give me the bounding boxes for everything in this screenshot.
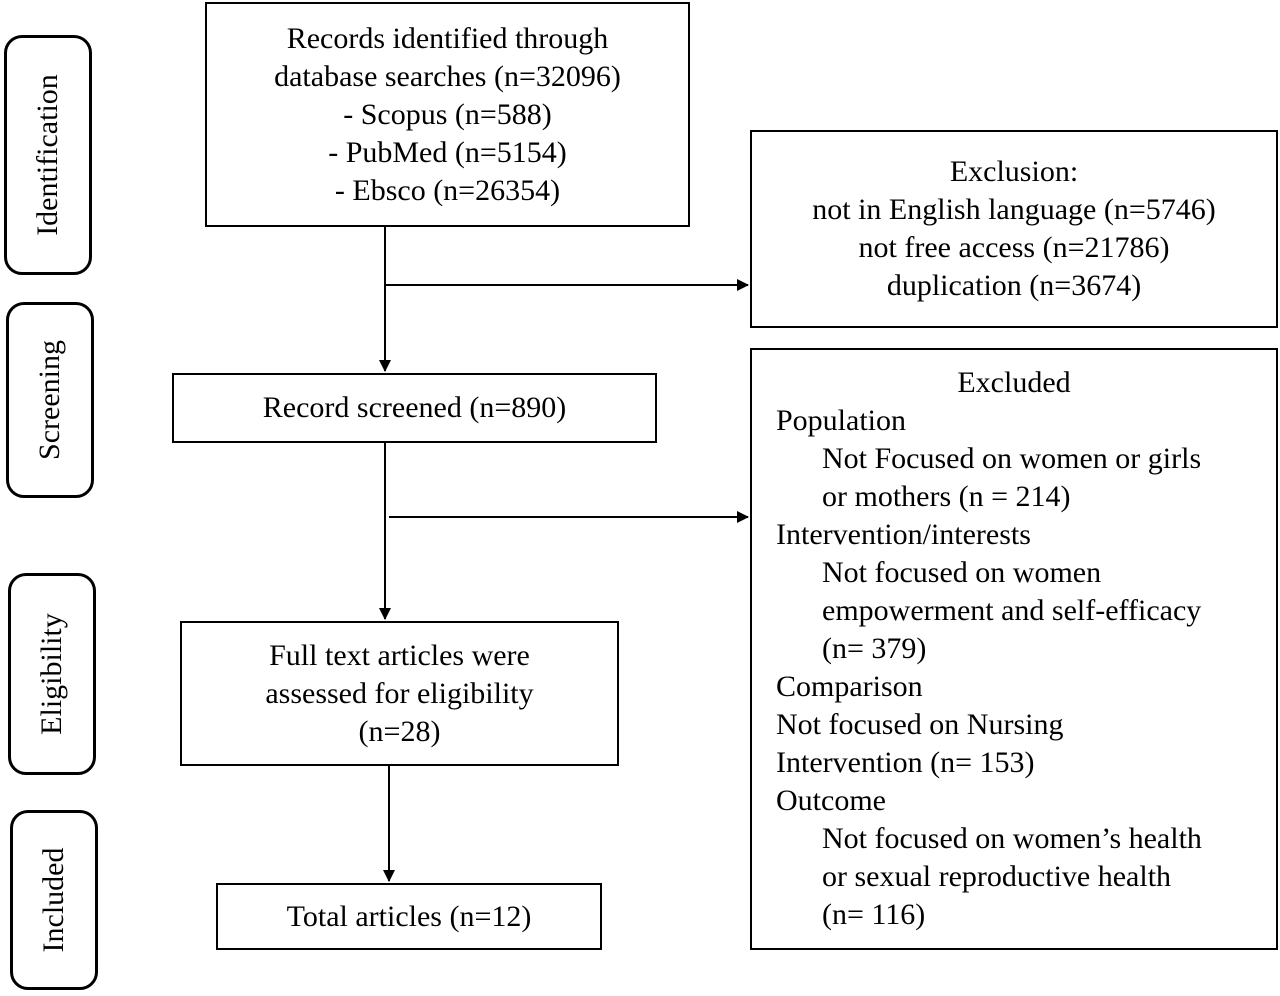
- record-screened-box: Record screened (n=890): [172, 373, 657, 443]
- eligibility-box: Full text articles were assessed for eli…: [180, 621, 619, 766]
- excluded-intervention-line-1: Not focused on women: [822, 556, 1102, 589]
- excluded-outcome-line-2: or sexual reproductive health: [822, 860, 1172, 893]
- excluded-outcome-line-1: Not focused on women’s health: [822, 822, 1202, 855]
- excluded-intervention-line-3: (n= 379): [822, 632, 927, 665]
- stage-identification: Identification: [4, 35, 92, 275]
- excluded-outcome-line-3: (n= 116): [822, 898, 926, 931]
- excluded-intervention: Intervention/interests: [776, 518, 1031, 551]
- excluded-outcome: Outcome: [776, 784, 886, 817]
- exclusion-line-4: duplication (n=3674): [886, 269, 1142, 302]
- records-identified-box: Records identified through database sear…: [205, 2, 690, 227]
- stage-eligibility: Eligibility: [8, 573, 96, 775]
- total-text: Total articles (n=12): [286, 899, 532, 933]
- exclusion-line-2: not in English language (n=5746): [812, 193, 1216, 226]
- identified-line-3: - Scopus (n=588): [343, 97, 552, 131]
- identified-line-1: Records identified through: [286, 21, 609, 55]
- excluded-comparison-line-1: Not focused on Nursing: [776, 708, 1064, 741]
- exclusion-box: Exclusion: not in English language (n=57…: [750, 130, 1278, 328]
- excluded-title: Excluded: [957, 366, 1071, 399]
- identified-line-5: - Ebsco (n=26354): [334, 173, 561, 207]
- excluded-intervention-line-2: empowerment and self-efficacy: [822, 594, 1202, 627]
- excluded-comparison-line-2: Intervention (n= 153): [776, 746, 1035, 779]
- excluded-population: Population: [776, 404, 907, 437]
- stage-screening: Screening: [6, 302, 94, 498]
- stage-included: Included: [10, 810, 98, 990]
- eligibility-line-2: assessed for eligibility: [265, 676, 534, 710]
- identified-line-4: - PubMed (n=5154): [328, 135, 567, 169]
- screened-text: Record screened (n=890): [262, 391, 567, 424]
- exclusion-line-1: Exclusion:: [949, 155, 1079, 188]
- identified-line-2: database searches (n=32096): [274, 59, 621, 93]
- excluded-box: Excluded Population Not Focused on women…: [750, 348, 1278, 950]
- excluded-comparison: Comparison: [776, 670, 923, 703]
- eligibility-line-3: (n=28): [358, 714, 441, 748]
- excluded-population-line-2: or mothers (n = 214): [822, 480, 1071, 513]
- exclusion-line-3: not free access (n=21786): [858, 231, 1170, 264]
- excluded-population-line-1: Not Focused on women or girls: [822, 442, 1202, 475]
- total-articles-box: Total articles (n=12): [216, 883, 602, 950]
- eligibility-line-1: Full text articles were: [269, 638, 530, 672]
